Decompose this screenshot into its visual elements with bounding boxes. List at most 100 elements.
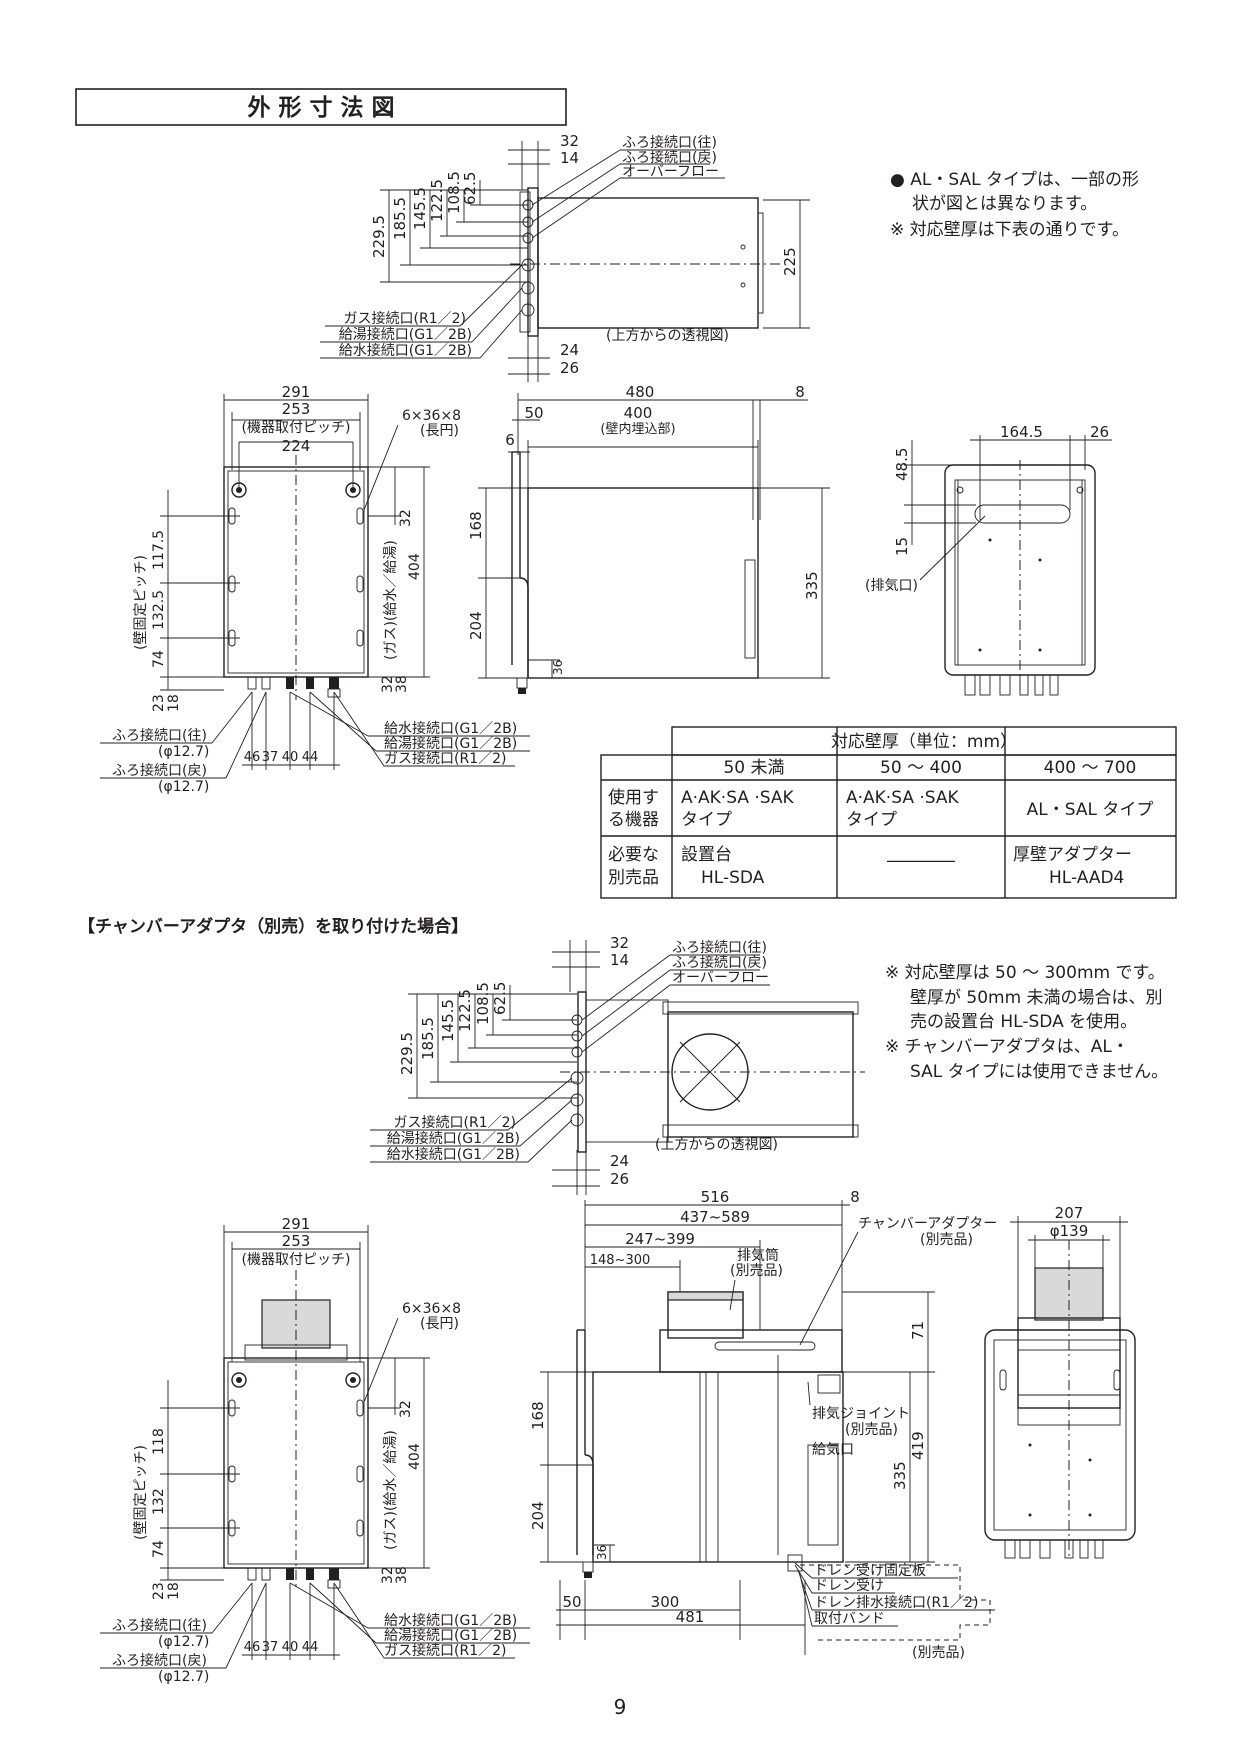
dim-label: 253 xyxy=(282,400,311,418)
connection-label: ふろ接続口(往) xyxy=(112,1617,207,1634)
connection-label: (φ12.7) xyxy=(158,1634,209,1650)
dim-label: 36 xyxy=(551,660,565,675)
exhaust-label: (排気口) xyxy=(865,578,918,594)
table-cell: タイプ xyxy=(846,810,897,830)
table-cell: A·AK·SA ·SAK xyxy=(846,788,959,808)
connection-label: ガス接続口(R1／2) xyxy=(344,310,466,327)
dim-label: 335 xyxy=(891,1461,909,1490)
connection-label: ふろ接続口(戻) xyxy=(112,762,207,779)
notes-chamber: ※ 対応壁厚は 50 ～ 300mm です。 壁厚が 50mm 未満の場合は、別… xyxy=(885,963,1168,1082)
hole-note: (長円) xyxy=(420,423,459,439)
connection-label: 給湯接続口(G1／2B) xyxy=(339,326,472,343)
dim-label: 40 xyxy=(282,750,299,765)
dim-label: 32 xyxy=(560,132,579,150)
dim-label: 419 xyxy=(909,1431,927,1460)
note-line: ※ 対応壁厚は 50 ～ 300mm です。 xyxy=(885,963,1165,983)
dim-label: 168 xyxy=(529,1401,547,1430)
dim-label: 8 xyxy=(850,1188,860,1206)
table-column-header: 50 ～ 400 xyxy=(880,758,962,778)
dim-label: 26 xyxy=(610,1170,629,1188)
dim-label: 8 xyxy=(795,383,805,401)
dim-label: 14 xyxy=(560,149,579,167)
dim-label: 404 xyxy=(407,1443,423,1470)
dim-label: (壁内埋込部) xyxy=(600,421,675,437)
part-label: 給気口 xyxy=(812,1442,854,1458)
part-label: (別売品) xyxy=(730,1263,783,1279)
table-cell: AL・SAL タイプ xyxy=(1027,800,1154,820)
dim-label: 516 xyxy=(701,1188,730,1206)
front-view: 291 253 (機器取付ピッチ) 224 6×36×8 (長円) 117.5 … xyxy=(100,383,530,795)
table-column-header: 50 未満 xyxy=(723,758,784,778)
note-line: ※ 対応壁厚は下表の通りです。 xyxy=(890,220,1129,240)
connection-label: 給湯接続口(G1／2B) xyxy=(384,735,517,752)
dim-label: 46 xyxy=(244,1640,261,1655)
dim-label: 437~589 xyxy=(680,1208,750,1226)
note-line: 売の設置台 HL-SDA を使用。 xyxy=(910,1011,1137,1032)
connection-label: ガス接続口(R1／2) xyxy=(384,750,506,767)
dim-label: 46 xyxy=(244,750,261,765)
dim-label: 26 xyxy=(560,359,579,377)
dim-label: 132 xyxy=(151,1488,167,1515)
hole-note: (長円) xyxy=(420,1316,459,1332)
dim-label: 71 xyxy=(909,1321,927,1340)
page-number: 9 xyxy=(614,1695,627,1719)
section2-title: 【チャンバーアダプタ（別売）を取り付けた場合】 xyxy=(78,916,468,937)
drain-label: ドレン受け固定板 xyxy=(814,1563,926,1579)
part-label: (別売品) xyxy=(920,1232,973,1248)
note-line: 壁厚が 50mm 未満の場合は、別 xyxy=(910,988,1163,1008)
table-cell: HL-AAD4 xyxy=(1049,868,1124,888)
dim-label: 15 xyxy=(893,537,911,556)
dim-label: 204 xyxy=(467,611,485,640)
dim-label: 74 xyxy=(151,650,167,668)
connection-label: ふろ接続口(戻) xyxy=(672,954,767,971)
dim-label: 229.5 xyxy=(398,1032,416,1075)
dim-label: 36 xyxy=(595,1545,609,1560)
drain-label: ドレン受け xyxy=(814,1578,884,1594)
connection-label: ふろ接続口(戻) xyxy=(622,149,717,166)
table-row-label: 別売品 xyxy=(608,868,659,888)
chamber-back-view: 207 φ139 xyxy=(984,1204,1136,1560)
note-line: ● AL・SAL タイプは、一部の形 xyxy=(890,170,1139,190)
dim-label: 224 xyxy=(282,437,311,455)
notes-top: ● AL・SAL タイプは、一部の形 状が図とは異なります。 ※ 対応壁厚は下表… xyxy=(890,170,1139,240)
part-label: (別売品) xyxy=(845,1422,898,1438)
dim-label: 32 xyxy=(380,1566,396,1584)
dim-label: 37 xyxy=(262,750,279,765)
dim-label: 23 xyxy=(151,694,167,712)
dim-label: 18 xyxy=(166,1582,182,1600)
drain-label: ドレン排水接続口(R1／2) xyxy=(814,1594,978,1611)
dim-label: 229.5 xyxy=(370,215,388,258)
dim-label: 247~399 xyxy=(625,1230,695,1248)
dim-label: 44 xyxy=(302,750,319,765)
connection-label: ふろ接続口(往) xyxy=(672,939,767,956)
dim-label: 145.5 xyxy=(439,999,457,1042)
connection-label: 給湯接続口(G1／2B) xyxy=(384,1627,517,1644)
dim-label: 122.5 xyxy=(456,989,474,1032)
connection-label: ふろ接続口(戻) xyxy=(112,1652,207,1669)
dim-label: 291 xyxy=(282,383,311,401)
part-label: 排気筒 xyxy=(737,1247,779,1264)
side-view: 480 8 50 400 (壁内埋込部) 6 168 204 335 36 xyxy=(467,383,830,694)
page-title: 外 形 寸 法 図 xyxy=(247,94,394,121)
connection-label: 給湯接続口(G1／2B) xyxy=(387,1130,520,1147)
dim-caption: (ガス)(給水／給湯) xyxy=(382,540,399,660)
dim-label: (機器取付ピッチ) xyxy=(242,1252,351,1268)
dim-label: 404 xyxy=(407,553,423,580)
table-header: 対応壁厚（単位：mm） xyxy=(831,732,1017,752)
dim-label: 145.5 xyxy=(411,187,429,230)
dim-label: 400 xyxy=(624,404,653,422)
connection-label: オーバーフロー xyxy=(672,970,769,986)
dim-label: 108.5 xyxy=(445,171,463,214)
connection-label: 給水接続口(G1／2B) xyxy=(384,1612,517,1629)
view-caption: (上方からの透視図) xyxy=(606,328,729,344)
dim-caption: (壁固定ピッチ) xyxy=(133,555,149,650)
chamber-front-view: 291 253 (機器取付ピッチ) 6×36×8 (長円) 118 132 74… xyxy=(100,1215,530,1685)
connection-label: ガス接続口(R1／2) xyxy=(384,1642,506,1659)
dim-label: 185.5 xyxy=(419,1017,437,1060)
connection-label: 給水接続口(G1／2B) xyxy=(339,342,472,359)
table-cell: 設置台 xyxy=(681,845,732,865)
dim-label: (機器取付ピッチ) xyxy=(242,420,351,436)
connection-label: ふろ接続口(往) xyxy=(112,727,207,744)
connection-label: (φ12.7) xyxy=(158,744,209,760)
table-cell: ―――― xyxy=(887,851,955,871)
